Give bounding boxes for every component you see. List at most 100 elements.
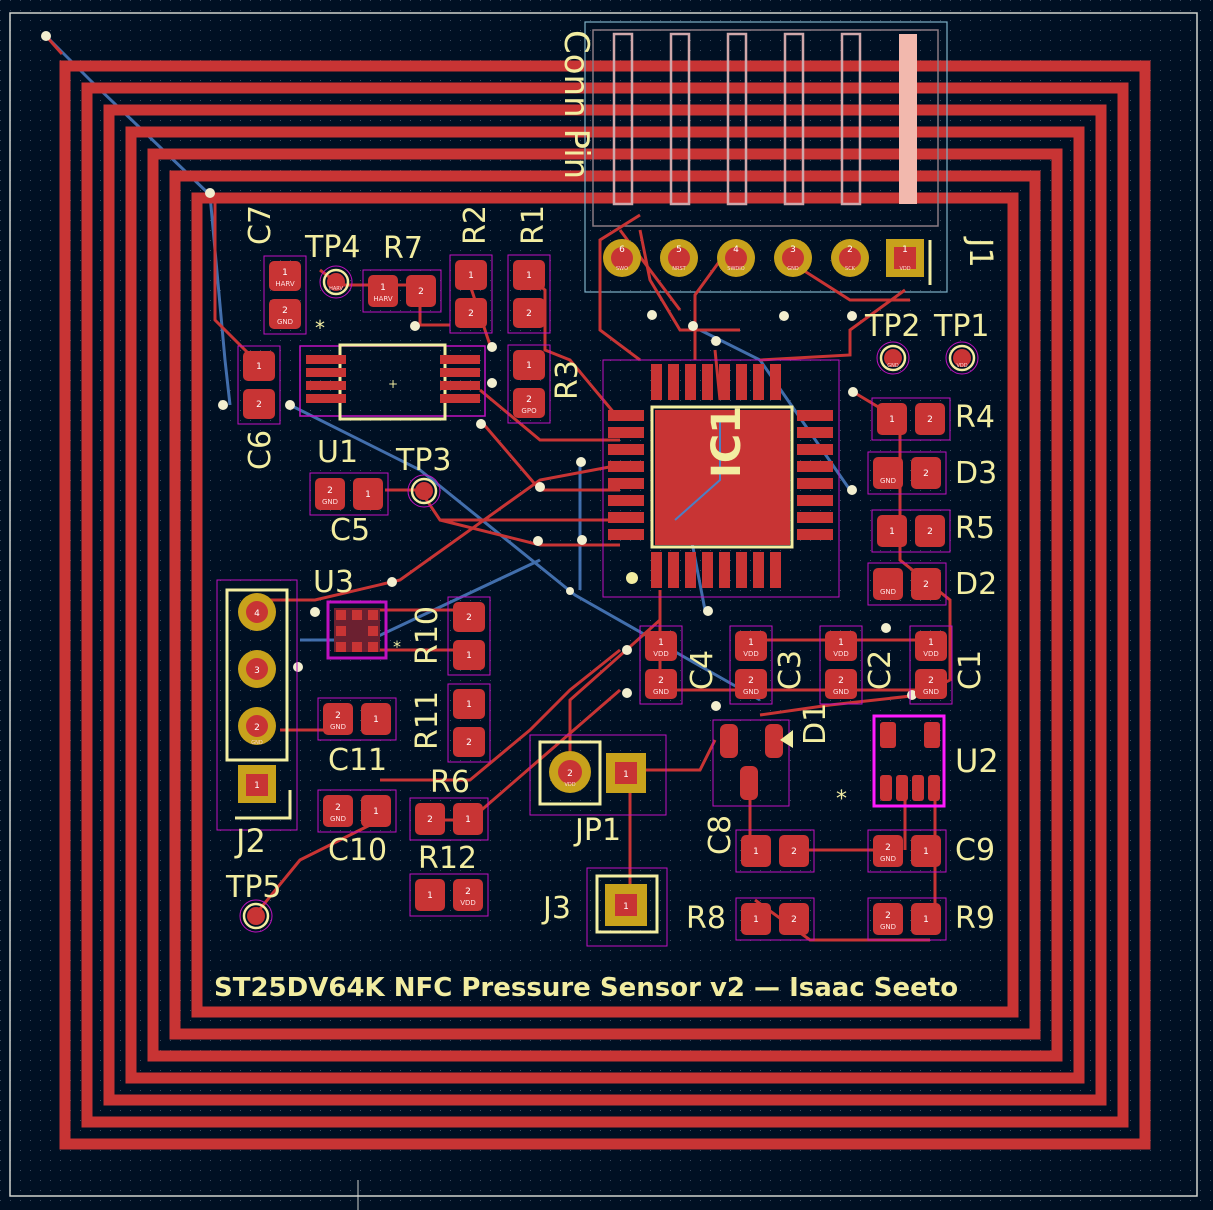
c6-label: C6	[243, 430, 278, 470]
r2-pad1-num: 1	[468, 271, 474, 281]
c3-pad1-net: VDD	[743, 650, 759, 658]
c6-pad1-num: 1	[256, 362, 262, 372]
r4-label: R4	[955, 400, 995, 435]
j1-pin2-net: SCK	[845, 266, 856, 272]
r10-pad1-num: 2	[466, 613, 472, 623]
tp4-net: HARV	[329, 286, 343, 292]
j2-pin4-num: 4	[254, 609, 260, 619]
c3-pad1-num: 1	[748, 638, 754, 648]
r6-pad2-num: 1	[465, 815, 471, 825]
r11-label: R11	[410, 691, 445, 750]
c4-pad2-num: 2	[658, 676, 664, 686]
c2-pad2-num: 2	[838, 676, 844, 686]
j1-pin2-num: 2	[847, 245, 853, 255]
connector-silk-label: Conn Pin	[556, 30, 596, 179]
r7-pad1-net: HARV	[373, 295, 393, 303]
j2-pin2-num: 2	[254, 723, 260, 733]
j1-pin1-num: 1	[902, 245, 908, 255]
c7-label: C7	[243, 205, 278, 245]
c2-pad1-num: 1	[838, 638, 844, 648]
r2-label: R2	[458, 205, 493, 245]
ic1-footprint: IC1	[602, 359, 840, 598]
r12-pad2-net: VDD	[460, 899, 476, 907]
tp5-label: TP5	[225, 870, 282, 905]
d2-label: D2	[955, 567, 997, 602]
jp1-label: JP1	[573, 813, 621, 848]
j1-pin6-net: SWO	[616, 266, 628, 272]
c11-label: C11	[328, 743, 387, 778]
tp1-label: TP1	[933, 309, 990, 344]
c8-pad2-num: 2	[791, 847, 797, 857]
j2-label: J2	[234, 822, 266, 860]
j3-pad: 1 J3	[541, 867, 668, 947]
u3-pin1-mark: *	[393, 637, 401, 656]
r4-pad2-num: 2	[927, 415, 933, 425]
r7-pad1-num: 1	[380, 283, 386, 293]
ic1-label: IC1	[704, 406, 750, 478]
r5-label: R5	[955, 511, 995, 546]
u3-label: U3	[313, 565, 354, 600]
c1-label: C1	[953, 650, 988, 690]
c2-label: C2	[863, 650, 898, 690]
c1-pad2-num: 2	[928, 676, 934, 686]
d1-label: D1	[798, 703, 833, 745]
d2-pad1-net: GND	[880, 588, 896, 596]
j1-pin6-num: 6	[619, 245, 625, 255]
jp1-pin2-num: 2	[567, 769, 573, 779]
tp3-label: TP3	[395, 443, 452, 478]
c11-pad1-net: GND	[330, 723, 346, 731]
c10-pad2-num: 1	[373, 807, 379, 817]
board-edge	[9, 12, 1198, 1197]
j1-pin5-num: 5	[676, 245, 682, 255]
j1-pin4-net: SWDIO	[727, 266, 744, 272]
u2-label: U2	[955, 742, 999, 780]
d3-pad2-num: 2	[923, 469, 929, 479]
j1-label: J1	[962, 236, 1000, 268]
r12-pad2-num: 2	[465, 887, 471, 897]
j3-label: J3	[541, 891, 571, 926]
c10-label: C10	[328, 833, 387, 868]
r7-label: R7	[383, 231, 423, 266]
r5-pad1-num: 1	[889, 527, 895, 537]
j2-pin2-net: GND	[251, 740, 263, 746]
r10-label: R10	[410, 606, 445, 665]
vias	[41, 31, 917, 711]
r1-pad2-num: 2	[526, 309, 532, 319]
c10-pad1-num: 2	[335, 803, 341, 813]
r4-footprint: 1 2 R4	[871, 397, 995, 441]
r9-label: R9	[955, 901, 995, 936]
c1-pad2-net: GND	[923, 688, 939, 696]
r4-pad1-num: 1	[889, 415, 895, 425]
r5-pad2-num: 2	[927, 527, 933, 537]
c5-pad2-num: 1	[365, 490, 371, 500]
j1-pin3-net: GND	[787, 266, 799, 272]
jp1-pin2-net: VDD	[564, 782, 575, 788]
r9-pad2-num: 1	[923, 915, 929, 925]
c3-label: C3	[773, 650, 808, 690]
r3-pad2-num: 2	[526, 395, 532, 405]
u1-center-mark: +	[388, 377, 398, 391]
r7-pad2-num: 2	[418, 287, 424, 297]
nfc-antenna-coil	[59, 60, 1151, 1150]
board-title: ST25DV64K NFC Pressure Sensor v2 — Isaac…	[214, 973, 958, 1003]
c9-pad2-num: 1	[923, 847, 929, 857]
r6-label: R6	[430, 765, 470, 800]
r12-label: R12	[418, 841, 477, 876]
r2-pad2-num: 2	[468, 309, 474, 319]
r12-pad1-num: 1	[427, 891, 433, 901]
c1-pad1-num: 1	[928, 638, 934, 648]
c2-pad2-net: GND	[833, 688, 849, 696]
d3-label: D3	[955, 456, 997, 491]
j1-pin1-net: VDD	[899, 266, 910, 272]
